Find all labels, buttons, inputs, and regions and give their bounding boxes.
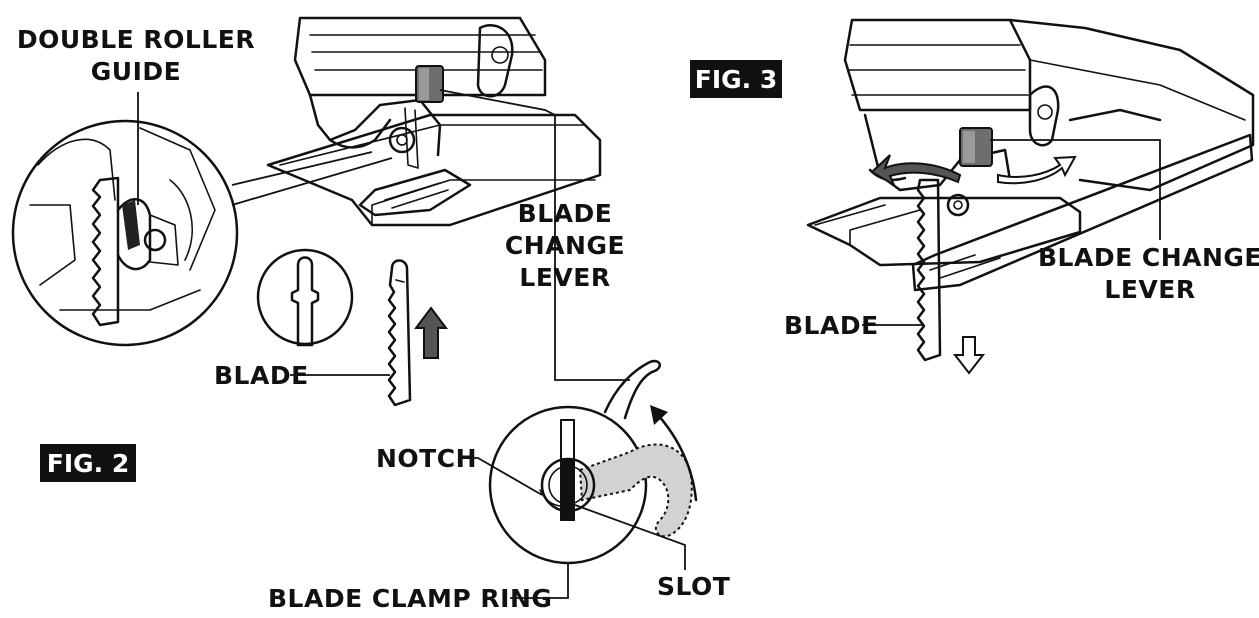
fig2-slot	[562, 458, 574, 520]
label-double-roller-guide-line1: DOUBLE ROLLER	[17, 25, 255, 54]
fig3-curved-arrow-right	[997, 155, 1077, 185]
fig3-curved-arrow-left	[870, 154, 962, 188]
fig2-blade-detail	[256, 248, 448, 407]
fig2-saw-body	[266, 16, 602, 227]
fig3-leader-lines	[862, 139, 1161, 326]
label-blade-change-lever-line2: CHANGE	[505, 231, 625, 260]
label-blade-fig3: BLADE	[784, 311, 879, 340]
fig3-saw	[806, 18, 1255, 375]
label-blade-fig2: BLADE	[214, 361, 309, 390]
fig3-blade	[916, 178, 942, 362]
fig2-blade	[387, 259, 412, 407]
fig2-clamp-ring	[488, 359, 698, 565]
fig3-badge: FIG. 3	[690, 60, 782, 98]
label-notch: NOTCH	[376, 444, 477, 473]
svg-text:FIG. 3: FIG. 3	[695, 65, 778, 94]
fig2-leader-lines	[137, 89, 686, 599]
label-blade-change-lever-fig3-line2: LEVER	[1104, 275, 1195, 304]
fig2-up-arrow	[414, 306, 448, 359]
fig3-down-arrow	[952, 336, 986, 375]
fig2-magnified-view	[11, 119, 393, 347]
label-blade-change-lever-line1: BLADE	[518, 199, 613, 228]
svg-text:FIG. 2: FIG. 2	[47, 449, 130, 478]
fig2-badge: FIG. 2	[40, 444, 136, 482]
label-blade-change-lever-fig3-line1: BLADE CHANGE	[1038, 243, 1259, 272]
label-double-roller-guide-line2: GUIDE	[91, 57, 181, 86]
fig2-zoom-blade	[91, 176, 120, 327]
label-blade-clamp-ring: BLADE CLAMP RING	[268, 584, 552, 613]
fig2-lever-ghost	[578, 443, 693, 538]
label-blade-change-lever-line3: LEVER	[519, 263, 610, 292]
label-slot: SLOT	[657, 572, 730, 601]
